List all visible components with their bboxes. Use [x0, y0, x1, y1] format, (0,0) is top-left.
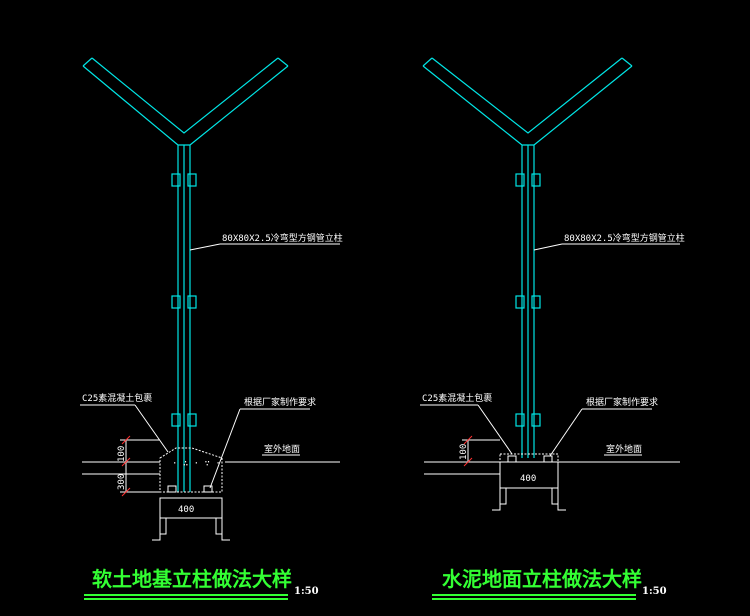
right-title-block: 水泥地面立柱做法大样 1:50: [432, 567, 667, 600]
left-dimension-chain: 100 300: [117, 435, 160, 497]
right-maker-callout: 根据厂家制作要求: [549, 396, 658, 457]
right-ground-callout: 室外地面: [604, 443, 642, 456]
right-pipe-label: 80X80X2.5冷弯型方钢管立柱: [564, 232, 685, 244]
left-dim-bottom: 300: [117, 474, 127, 490]
right-y-arms: [422, 57, 633, 146]
right-ground-label: 室外地面: [606, 443, 642, 455]
right-pipe-callout: 80X80X2.5冷弯型方钢管立柱: [533, 232, 685, 251]
left-joint-brackets: [171, 173, 197, 427]
right-dimension-chain: 100: [459, 435, 500, 467]
left-concrete-hatch: · ∴ · ∵ ·: [172, 459, 221, 469]
left-pipe-callout: 80X80X2.5冷弯型方钢管立柱: [189, 232, 343, 251]
left-title-block: 软土地基立柱做法大样 1:50: [84, 567, 319, 600]
right-concrete-callout: C25素混凝土包裹: [420, 392, 513, 455]
right-title: 水泥地面立柱做法大样: [442, 567, 642, 591]
right-dim-top: 100: [459, 444, 469, 460]
left-ground-label: 室外地面: [264, 443, 300, 455]
left-concrete-callout: C25素混凝土包裹: [80, 392, 169, 453]
right-concrete-label: C25素混凝土包裹: [422, 392, 492, 404]
right-scale: 1:50: [642, 586, 667, 597]
right-foundation: 400: [492, 461, 566, 511]
right-maker-label: 根据厂家制作要求: [586, 396, 658, 408]
left-title: 软土地基立柱做法大样: [92, 567, 292, 591]
left-concrete-label: C25素混凝土包裹: [82, 392, 152, 404]
left-dim-width: 400: [178, 505, 194, 515]
right-column-shaft: [521, 145, 535, 458]
left-concrete-footing: · ∴ · ∵ ·: [159, 447, 223, 493]
right-concrete-footing: [499, 453, 559, 463]
left-y-arms: [82, 57, 289, 146]
left-column-shaft: [177, 145, 191, 492]
right-ground-line: [424, 461, 680, 475]
left-maker-label: 根据厂家制作要求: [244, 396, 316, 408]
right-dim-width: 400: [520, 474, 536, 484]
right-joint-brackets: [515, 173, 541, 427]
left-pipe-label: 80X80X2.5冷弯型方钢管立柱: [222, 232, 343, 244]
left-foundation: 400: [152, 497, 230, 541]
left-column-detail: 80X80X2.5冷弯型方钢管立柱 · ∴ · ∵ · 400: [80, 57, 343, 600]
left-scale: 1:50: [294, 586, 319, 597]
left-dim-top: 100: [117, 446, 127, 462]
left-ground-callout: 室外地面: [262, 443, 300, 456]
right-column-detail: 80X80X2.5冷弯型方钢管立柱 400 100: [420, 57, 685, 600]
left-maker-callout: 根据厂家制作要求: [209, 396, 316, 489]
